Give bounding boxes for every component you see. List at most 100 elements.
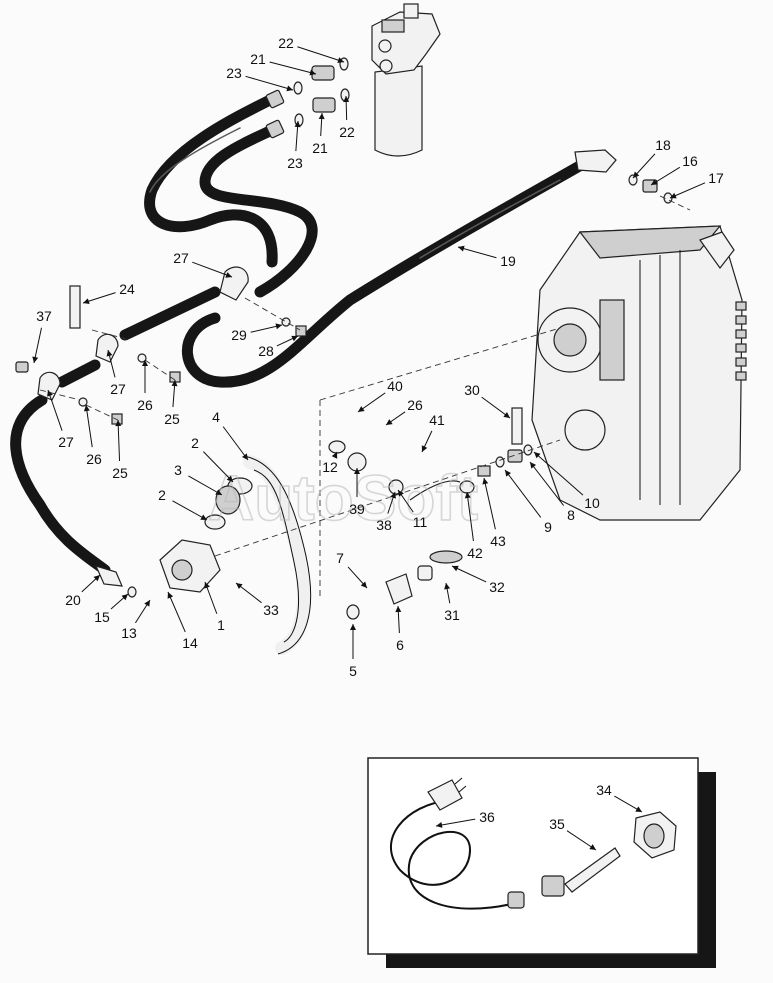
- callout-c30: 30: [464, 382, 511, 419]
- leader-line: [451, 565, 487, 583]
- leader-line: [188, 475, 223, 496]
- arrowhead-icon: [464, 492, 471, 499]
- leader-line: [466, 491, 474, 542]
- callout-c34: 34: [596, 782, 643, 813]
- callout-number: 13: [121, 625, 137, 641]
- callout-number: 28: [258, 343, 274, 359]
- callout-labels: 1223456789101112131415161718192021212222…: [32, 35, 724, 851]
- callout-c43: 43: [482, 477, 506, 549]
- clamps-brackets: [15, 266, 307, 425]
- callout-c15: 15: [94, 593, 129, 625]
- callout-c14: 14: [167, 591, 198, 651]
- callout-c21b: 21: [312, 112, 328, 156]
- callout-number: 27: [58, 434, 74, 450]
- callout-c6: 6: [395, 605, 404, 653]
- arrowhead-icon: [670, 192, 677, 199]
- arrowhead-icon: [458, 245, 465, 252]
- hose-fittings: [94, 89, 673, 598]
- arrowhead-icon: [651, 179, 658, 185]
- callout-c13: 13: [121, 599, 151, 641]
- callout-c27b: 27: [106, 349, 126, 397]
- arrowhead-icon: [144, 600, 150, 607]
- callout-number: 42: [467, 545, 483, 561]
- callout-number: 10: [584, 495, 600, 511]
- callout-c5: 5: [349, 624, 357, 679]
- leader-line: [297, 46, 345, 63]
- arrowhead-icon: [115, 420, 122, 427]
- callout-number: 30: [464, 382, 480, 398]
- arrowhead-icon: [421, 445, 428, 452]
- callout-c23a: 23: [226, 65, 294, 92]
- arrowhead-icon: [121, 594, 128, 601]
- arrowhead-icon: [358, 406, 365, 412]
- callout-c10: 10: [533, 451, 600, 511]
- transmission: [531, 225, 747, 521]
- callout-number: 32: [489, 579, 505, 595]
- callout-number: 7: [336, 550, 344, 566]
- arrowhead-icon: [589, 844, 596, 850]
- callout-number: 26: [407, 397, 423, 413]
- leader-line: [117, 419, 121, 462]
- callout-c18: 18: [632, 137, 671, 179]
- callout-c2b: 2: [158, 487, 208, 521]
- callout-c31: 31: [444, 582, 460, 623]
- callout-c37: 37: [32, 308, 52, 364]
- leader-line: [529, 461, 565, 506]
- arrowhead-icon: [503, 412, 510, 418]
- arrowhead-icon: [398, 490, 404, 497]
- callout-number: 40: [387, 378, 403, 394]
- leader-line: [533, 451, 584, 496]
- arrowhead-icon: [505, 470, 512, 477]
- callout-c35: 35: [549, 816, 597, 851]
- callout-number: 1: [217, 617, 225, 633]
- oil-filter: [371, 3, 441, 157]
- callout-number: 29: [231, 327, 247, 343]
- callout-number: 6: [396, 637, 404, 653]
- callout-number: 12: [322, 459, 338, 475]
- callout-c33: 33: [235, 582, 279, 618]
- callout-c1: 1: [204, 581, 225, 633]
- center-parts: [159, 407, 533, 655]
- leader-line: [47, 389, 63, 431]
- callout-number: 2: [158, 487, 166, 503]
- callout-number: 25: [164, 411, 180, 427]
- callout-number: 31: [444, 607, 460, 623]
- callout-number: 43: [490, 533, 506, 549]
- callout-number: 2: [191, 435, 199, 451]
- arrowhead-icon: [93, 575, 100, 582]
- callout-c16: 16: [650, 153, 698, 186]
- callout-number: 8: [567, 507, 575, 523]
- callout-c7: 7: [336, 550, 368, 589]
- arrowhead-icon: [386, 419, 393, 425]
- arrowhead-icon: [167, 592, 174, 599]
- callout-c8: 8: [529, 461, 575, 523]
- callout-number: 23: [226, 65, 242, 81]
- arrowhead-icon: [171, 380, 178, 387]
- callout-c27a: 27: [173, 250, 233, 278]
- callout-c19: 19: [457, 245, 516, 269]
- callout-number: 11: [413, 514, 428, 530]
- leader-line: [167, 591, 186, 633]
- callout-number: 14: [182, 635, 198, 651]
- callout-c20: 20: [65, 574, 101, 608]
- callout-c28: 28: [258, 335, 299, 359]
- arrowhead-icon: [633, 171, 640, 178]
- callout-c38: 38: [376, 491, 396, 533]
- filter-fittings: [293, 57, 350, 127]
- watermark-text: AutoSoft: [208, 462, 478, 534]
- leader-line: [85, 404, 93, 448]
- leader-line: [457, 246, 497, 259]
- callout-c23b: 23: [287, 120, 303, 171]
- callout-c26a: 26: [137, 360, 153, 413]
- callout-number: 22: [278, 35, 294, 51]
- arrowhead-icon: [275, 323, 282, 330]
- callout-number: 25: [112, 465, 128, 481]
- leader-line: [33, 327, 42, 364]
- arrowhead-icon: [294, 121, 301, 128]
- arrowhead-icon: [309, 69, 316, 76]
- callout-c40: 40: [357, 378, 403, 413]
- callout-number: 38: [376, 517, 392, 533]
- callout-number: 37: [36, 308, 52, 324]
- assembly-lines: [39, 195, 691, 600]
